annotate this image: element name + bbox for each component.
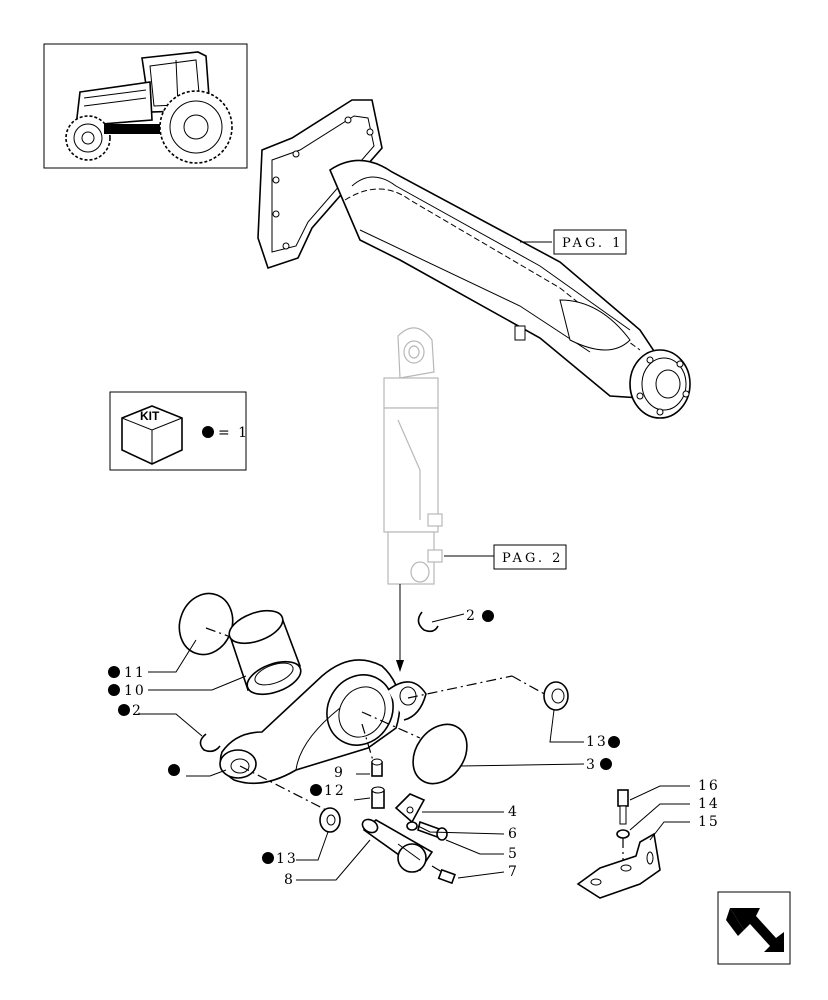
reference-pag2[interactable]: PAG. 2 — [493, 544, 567, 570]
svg-text:3: 3 — [586, 757, 597, 773]
callout-6: 6 — [508, 826, 519, 842]
part-2-circlip-upper — [417, 611, 465, 633]
part-12-fitting — [371, 786, 385, 809]
callout-10: 10 — [108, 683, 146, 699]
callout-12: 12 — [310, 783, 346, 799]
part-3-snap-ring — [412, 723, 468, 785]
callout-13-left: 13 — [262, 851, 298, 867]
svg-text:5: 5 — [508, 846, 519, 862]
part-16-bolt — [617, 789, 629, 825]
part-10-bushing — [228, 609, 302, 696]
steering-cylinder-ghost — [383, 327, 494, 585]
callout-dot-arm — [168, 764, 180, 776]
part-2-circlip-lower — [199, 733, 221, 753]
part-13-washer-right — [543, 681, 569, 711]
callout-14: 14 — [698, 796, 720, 812]
svg-text:2: 2 — [132, 703, 143, 719]
svg-text:13: 13 — [586, 734, 608, 750]
part-13-washer-left — [319, 807, 341, 833]
callout-9: 9 — [334, 765, 345, 781]
part-8-pivot-pin — [361, 818, 434, 873]
kit-dot — [202, 426, 214, 438]
callout-5: 5 — [508, 846, 519, 862]
part-9-grease-nipple — [371, 758, 383, 777]
kit-badge-text: KIT — [140, 409, 160, 423]
svg-text:16: 16 — [698, 778, 720, 794]
kit-legend: KIT = 1 — [109, 391, 249, 471]
callout-15: 15 — [698, 814, 720, 830]
callout-8: 8 — [284, 872, 295, 888]
svg-text:10: 10 — [124, 683, 146, 699]
callout-3: 3 — [586, 757, 612, 773]
svg-text:4: 4 — [508, 804, 519, 820]
svg-text:12: 12 — [324, 783, 346, 799]
callout-2-upper: 2 — [466, 608, 494, 624]
callout-2-lower: 2 — [118, 703, 143, 719]
part-15-bracket — [576, 832, 661, 899]
steering-arm — [219, 659, 427, 785]
reference-pag1[interactable]: PAG. 1 — [553, 229, 627, 255]
callout-4: 4 — [508, 804, 519, 820]
svg-text:8: 8 — [284, 872, 295, 888]
axle-housing — [257, 99, 691, 419]
next-page-arrow-icon[interactable] — [717, 891, 791, 965]
callout-16: 16 — [698, 778, 720, 794]
callout-11: 11 — [108, 665, 146, 681]
svg-text:9: 9 — [334, 765, 345, 781]
svg-text:2: 2 — [466, 608, 477, 624]
pag1-label: PAG. 1 — [562, 236, 623, 251]
pag2-label: PAG. 2 — [502, 551, 563, 566]
svg-text:11: 11 — [124, 665, 146, 681]
leader-lines — [138, 639, 690, 881]
part-14-washer — [616, 829, 630, 839]
tractor-thumbnail — [43, 43, 248, 169]
callout-7: 7 — [508, 864, 519, 880]
svg-text:14: 14 — [698, 796, 720, 812]
part-4-lock-plate — [394, 793, 426, 824]
part-7-grease-nipple — [431, 865, 456, 885]
kit-equation: = 1 — [218, 425, 249, 441]
kit-box-icon: KIT — [121, 405, 183, 465]
svg-text:7: 7 — [508, 864, 519, 880]
part-5-bolt — [417, 820, 448, 841]
part-6-washer — [406, 821, 418, 831]
callout-13-right: 13 — [586, 734, 620, 750]
svg-text:15: 15 — [698, 814, 720, 830]
svg-text:6: 6 — [508, 826, 519, 842]
svg-text:13: 13 — [276, 851, 298, 867]
